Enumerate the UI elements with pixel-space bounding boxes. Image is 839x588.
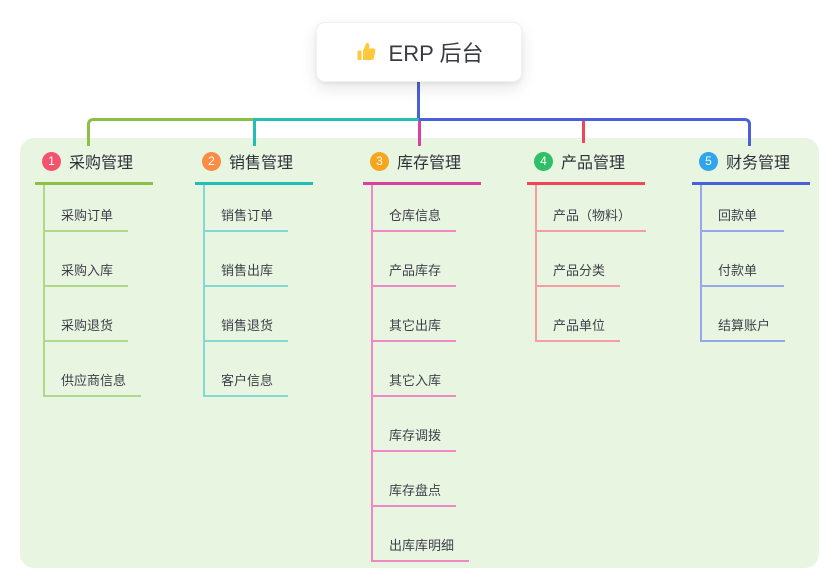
branch-label: 销售管理 xyxy=(229,155,294,172)
branch-children-finance: 回款单付款单结算账户 xyxy=(700,185,786,342)
tree-child-item[interactable]: 产品分类 xyxy=(537,232,621,287)
branch-node-sales[interactable]: 2 销售管理 xyxy=(195,149,313,185)
tree-child-item[interactable]: 回款单 xyxy=(702,185,784,232)
tree-child-item[interactable]: 库存调拨 xyxy=(373,397,457,452)
tree-child-item[interactable]: 付款单 xyxy=(702,232,784,287)
connector-branch-3 xyxy=(418,121,421,146)
connector-branch-5 xyxy=(419,118,751,146)
branch-column-purchase: 1 采购管理 采购订单采购入库采购退货供应商信息 xyxy=(35,149,153,397)
branch-node-finance[interactable]: 5 财务管理 xyxy=(692,149,810,185)
branch-column-inventory: 3 库存管理 仓库信息产品库存其它出库其它入库库存调拨库存盘点出库库明细 xyxy=(363,149,481,562)
branch-label: 库存管理 xyxy=(397,155,462,172)
branch-children-purchase: 采购订单采购入库采购退货供应商信息 xyxy=(43,185,142,397)
root-node-erp[interactable]: ERP 后台 xyxy=(316,22,522,82)
branch-label: 产品管理 xyxy=(561,155,626,172)
branch-column-finance: 5 财务管理 回款单付款单结算账户 xyxy=(692,149,810,342)
tree-child-item[interactable]: 产品库存 xyxy=(373,232,457,287)
tree-child-item[interactable]: 库存盘点 xyxy=(373,452,457,507)
branch-label: 采购管理 xyxy=(69,155,134,172)
branch-node-product[interactable]: 4 产品管理 xyxy=(527,149,645,185)
tree-child-item[interactable]: 仓库信息 xyxy=(373,185,457,232)
tree-child-item[interactable]: 采购入库 xyxy=(45,232,129,287)
tree-child-item[interactable]: 销售出库 xyxy=(205,232,289,287)
tree-child-item[interactable]: 结算账户 xyxy=(702,287,786,342)
connector-branch-4 xyxy=(582,121,585,143)
branch-children-product: 产品（物料）产品分类产品单位 xyxy=(535,185,647,342)
root-node-label: ERP 后台 xyxy=(388,41,484,66)
connector-trunk xyxy=(417,82,420,119)
tree-child-item[interactable]: 采购订单 xyxy=(45,185,129,232)
tree-child-item[interactable]: 销售订单 xyxy=(205,185,289,232)
tree-child-item[interactable]: 客户信息 xyxy=(205,342,289,397)
tree-child-item[interactable]: 供应商信息 xyxy=(45,342,142,397)
badge-5-icon: 5 xyxy=(699,151,718,171)
connector-branch-2 xyxy=(253,118,419,146)
branch-label: 财务管理 xyxy=(726,155,791,172)
branch-node-inventory[interactable]: 3 库存管理 xyxy=(363,149,481,185)
branch-node-purchase[interactable]: 1 采购管理 xyxy=(35,149,153,185)
tree-child-item[interactable]: 采购退货 xyxy=(45,287,129,342)
tree-child-item[interactable]: 产品单位 xyxy=(537,287,621,342)
badge-4-icon: 4 xyxy=(534,151,553,171)
tree-child-item[interactable]: 其它出库 xyxy=(373,287,457,342)
tree-child-item[interactable]: 其它入库 xyxy=(373,342,457,397)
branch-children-inventory: 仓库信息产品库存其它出库其它入库库存调拨库存盘点出库库明细 xyxy=(371,185,470,562)
branch-column-sales: 2 销售管理 销售订单销售出库销售退货客户信息 xyxy=(195,149,313,397)
badge-2-icon: 2 xyxy=(202,151,221,171)
branch-children-sales: 销售订单销售出库销售退货客户信息 xyxy=(203,185,289,397)
thumbs-up-icon xyxy=(355,40,379,64)
connector-branch-1 xyxy=(87,118,253,146)
badge-1-icon: 1 xyxy=(42,151,61,171)
badge-3-icon: 3 xyxy=(370,151,389,171)
tree-child-item[interactable]: 产品（物料） xyxy=(537,185,647,232)
branch-column-product: 4 产品管理 产品（物料）产品分类产品单位 xyxy=(527,149,647,342)
tree-child-item[interactable]: 销售退货 xyxy=(205,287,289,342)
tree-child-item[interactable]: 出库库明细 xyxy=(373,507,470,562)
mindmap-background-panel xyxy=(20,138,819,568)
